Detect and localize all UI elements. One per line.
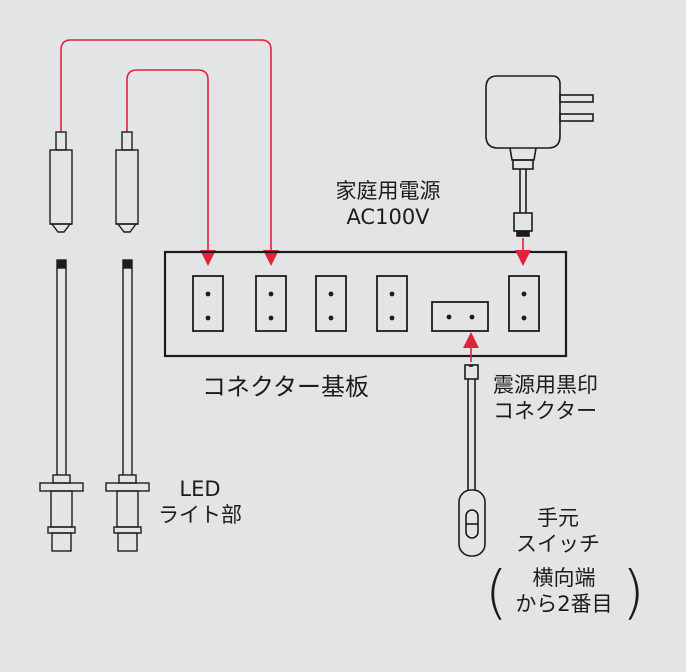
led-label: LED ライト部 xyxy=(145,476,255,528)
note-label-line2: から2番目 xyxy=(515,592,613,616)
led-rod-right xyxy=(105,259,150,552)
arrow-to-slot-2 xyxy=(263,250,279,266)
slot-3 xyxy=(315,275,347,332)
slot-horizontal xyxy=(431,301,489,332)
power-source-label-line1: 家庭用電源 xyxy=(335,179,441,203)
power-source-label: 家庭用電源 AC100V xyxy=(318,178,458,230)
switch-label-line2: スイッチ xyxy=(516,532,600,556)
led-rod-left xyxy=(39,259,84,552)
quake-connector-label: 震源用黒印 コネクター xyxy=(493,372,598,424)
slot-1 xyxy=(192,275,224,332)
connector-board-label: コネクター基板 xyxy=(202,373,370,401)
power-source-label-line2: AC100V xyxy=(346,205,430,229)
arrow-to-slot-1 xyxy=(200,250,216,266)
note-close-paren: ) xyxy=(622,558,645,626)
note-open-paren: ( xyxy=(485,558,508,626)
led-wire-inner xyxy=(126,69,209,258)
slot-power xyxy=(508,275,540,332)
quake-connector-label-line2: コネクター xyxy=(493,399,598,423)
slot-4 xyxy=(376,275,408,332)
switch-label: 手元 スイッチ xyxy=(503,505,613,557)
ac-adapter-icon xyxy=(485,75,594,237)
hand-switch-icon xyxy=(458,489,486,557)
connector-board xyxy=(163,250,568,358)
led-label-line2: ライト部 xyxy=(158,503,242,527)
slot-pins xyxy=(205,291,527,321)
connector-slots xyxy=(192,275,540,332)
note-label-line1: 横向端 xyxy=(532,566,596,590)
switch-label-line1: 手元 xyxy=(537,506,579,530)
led-label-line1: LED xyxy=(179,477,221,501)
slot-2 xyxy=(255,275,287,332)
led-wire-outer xyxy=(60,39,272,258)
hand-switch-wire xyxy=(464,364,479,490)
note-label: 横向端 から2番目 xyxy=(505,565,623,617)
led-plug-left xyxy=(49,131,73,233)
quake-connector-label-line1: 震源用黒印 xyxy=(493,373,598,397)
led-plug-right xyxy=(115,131,139,233)
